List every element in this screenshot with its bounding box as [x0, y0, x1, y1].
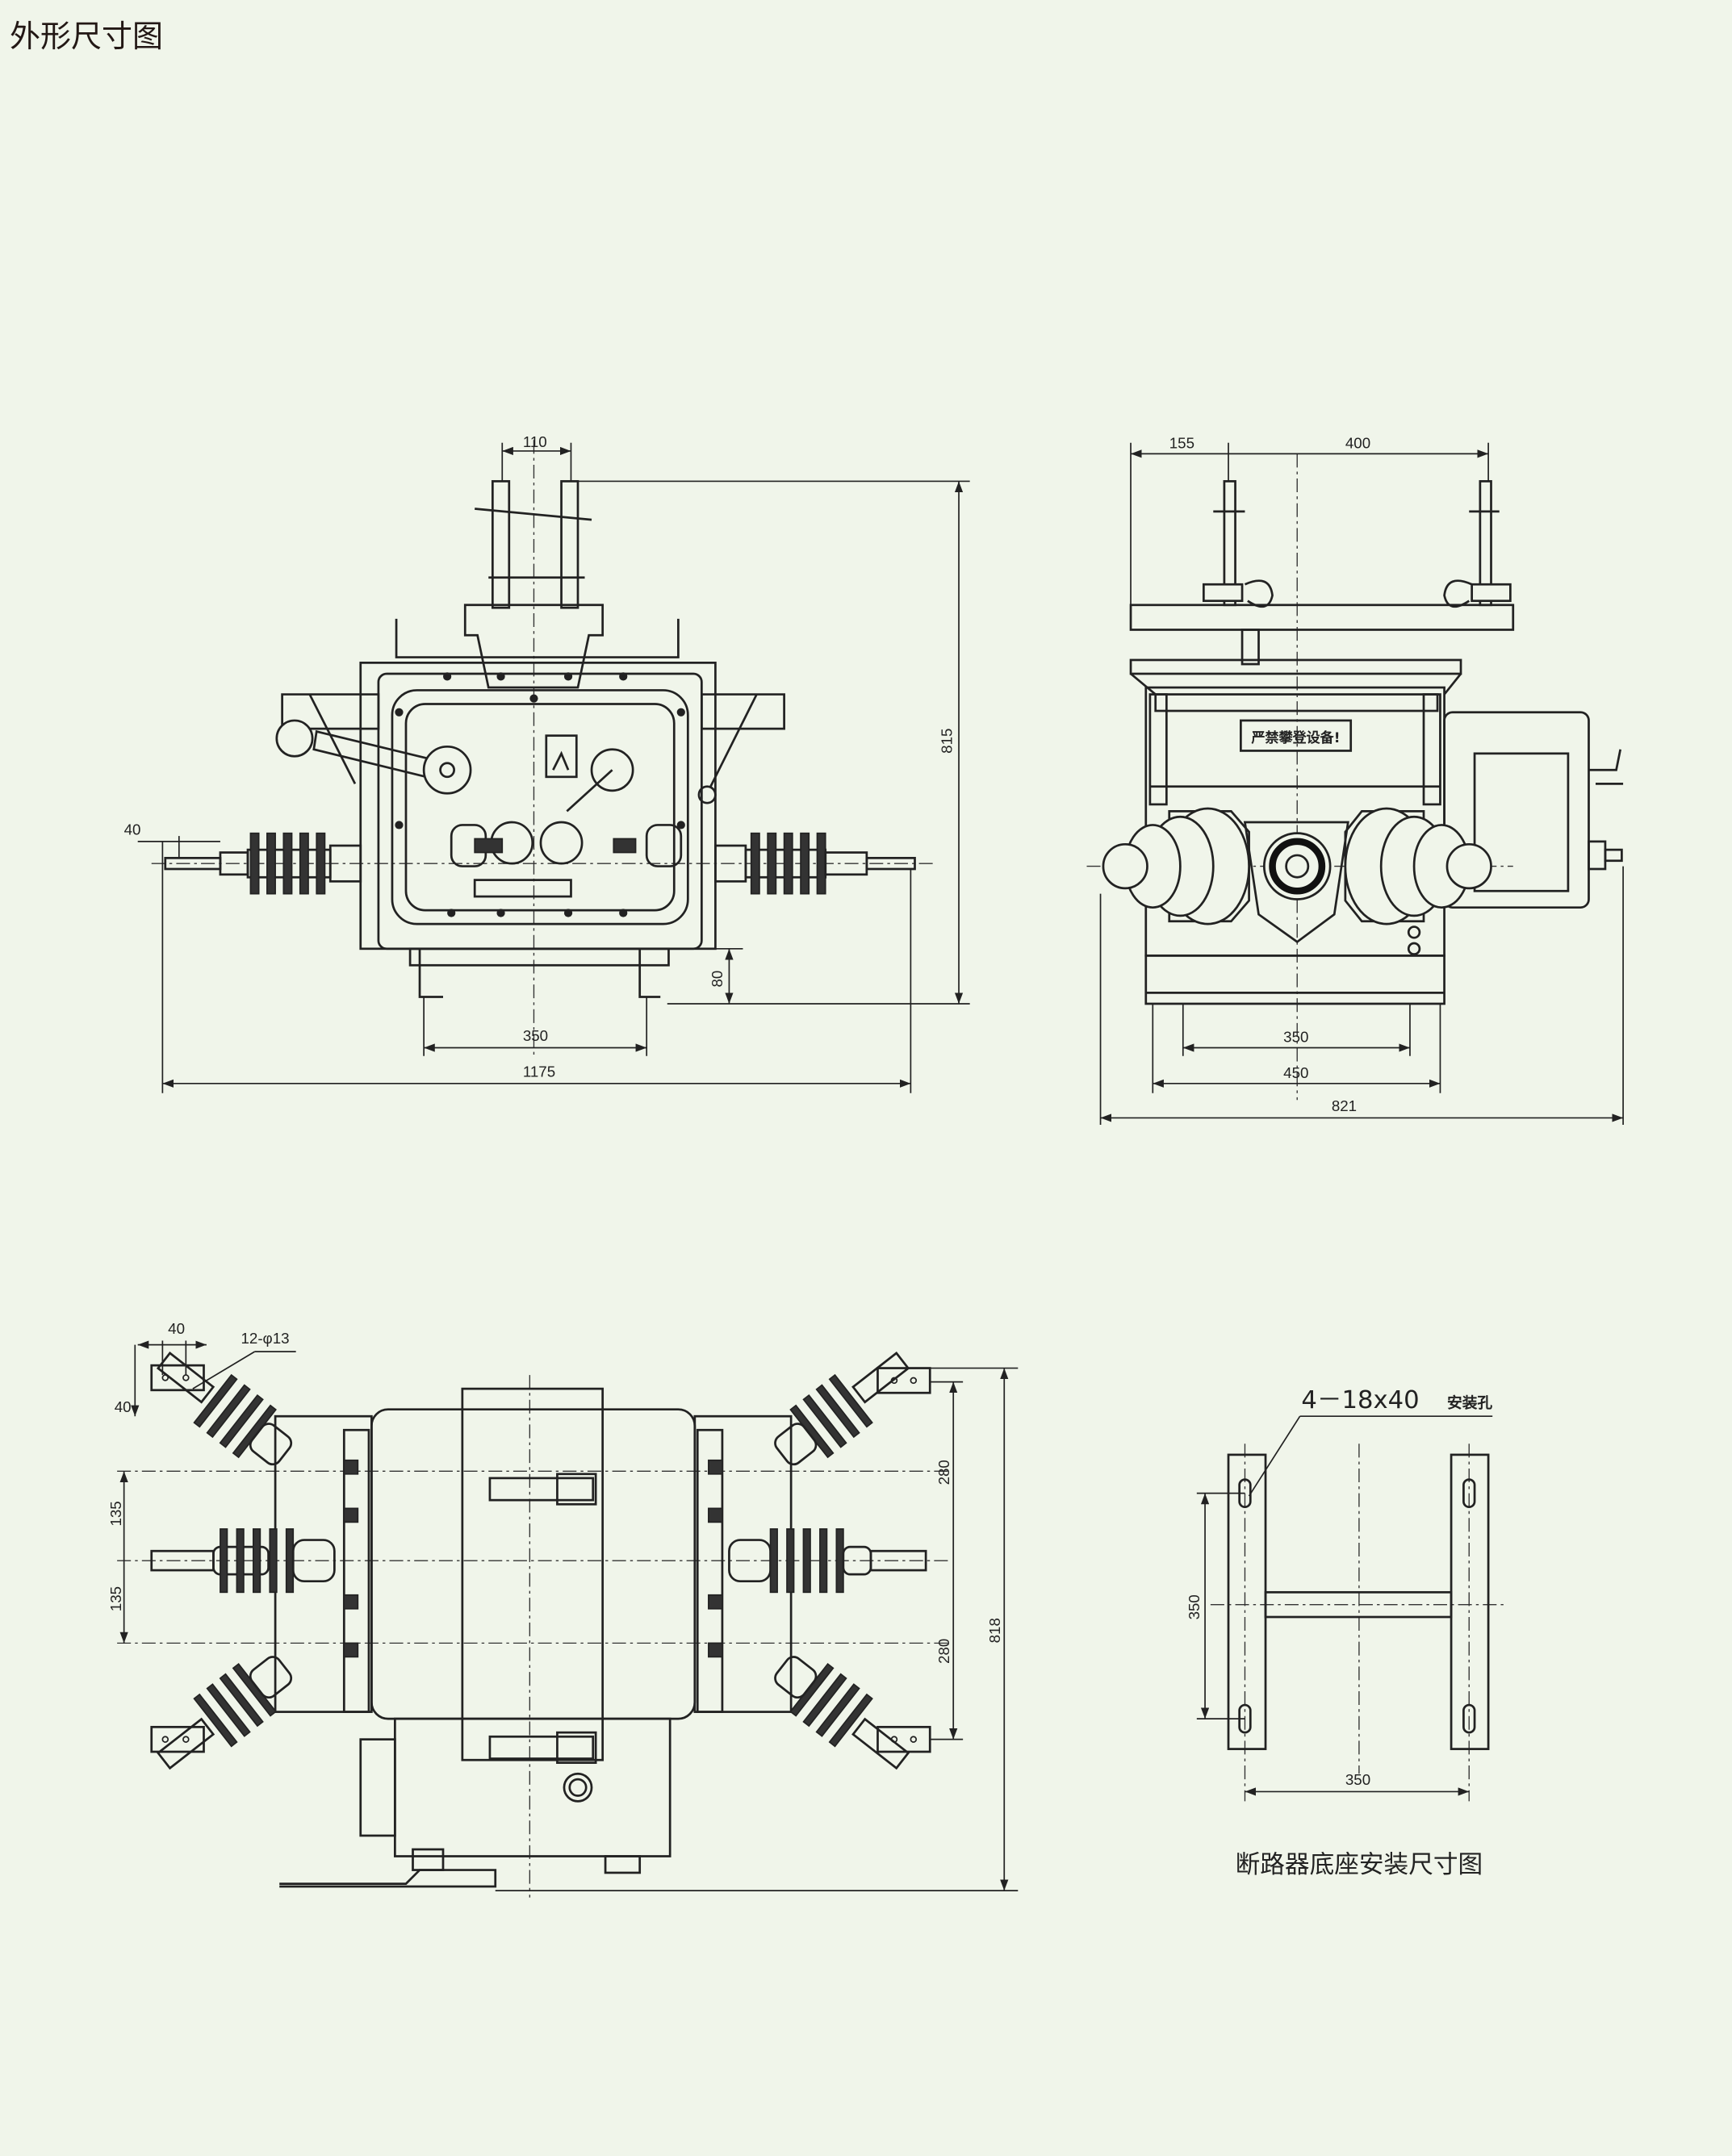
dim-350-mount-horizontal: 350 [1345, 1771, 1370, 1788]
side-insulator-left [1102, 807, 1250, 925]
dim-40-vertical: 40 [115, 1398, 132, 1415]
dim-80: 80 [709, 971, 726, 988]
dim-350-mount-vertical: 350 [1186, 1594, 1203, 1619]
dim-815: 815 [939, 729, 956, 754]
top-insulator-lower-left [156, 1656, 293, 1770]
page-title: 外形尺寸图 [10, 19, 164, 54]
dim-135-lower: 135 [107, 1586, 124, 1611]
dim-821: 821 [1332, 1097, 1357, 1114]
dim-350-front: 350 [523, 1027, 548, 1044]
dim-350-side: 350 [1283, 1029, 1308, 1046]
dim-280-upper: 280 [935, 1460, 952, 1485]
dim-40-front: 40 [124, 821, 141, 838]
top-insulator-mid-right [728, 1528, 927, 1594]
mounting-slots [1238, 1478, 1476, 1734]
dim-155: 155 [1169, 435, 1194, 452]
front-insulator-left [164, 832, 362, 895]
top-insulator-upper-right [774, 1352, 910, 1466]
dim-450: 450 [1283, 1064, 1308, 1081]
front-view: 110 815 40 80 350 1175 [124, 433, 970, 1093]
dim-110: 110 [523, 433, 547, 450]
dim-135-upper: 135 [107, 1501, 124, 1526]
hole-spec-12-phi13: 12-φ13 [241, 1330, 289, 1347]
dim-818: 818 [986, 1618, 1003, 1643]
dim-1175: 1175 [523, 1063, 555, 1080]
dim-400: 400 [1345, 435, 1370, 452]
warning-sign [1239, 719, 1353, 752]
mounting-view: 350 350 4－18x40 安装孔 断路器底座安装尺寸图 [1186, 1386, 1507, 1879]
top-insulator-lower-right [774, 1656, 910, 1770]
front-insulator-right [714, 832, 916, 895]
mount-hole-spec: 4－18x40 [1301, 1386, 1419, 1414]
side-insulator-right [1344, 807, 1492, 925]
mounting-caption: 断路器底座安装尺寸图 [1236, 1851, 1483, 1879]
dim-280-lower: 280 [935, 1639, 952, 1664]
side-view: 严禁攀登设备! 155 [1086, 435, 1624, 1125]
warning-sign-text: 严禁攀登设备! [1252, 729, 1341, 746]
mount-hole-label: 安装孔 [1447, 1394, 1492, 1412]
top-insulator-mid-left [150, 1528, 336, 1594]
top-view: 40 12-φ13 40 135 135 280 280 818 [107, 1320, 1019, 1898]
dim-40-top: 40 [168, 1320, 185, 1337]
top-insulator-upper-left [156, 1352, 293, 1466]
